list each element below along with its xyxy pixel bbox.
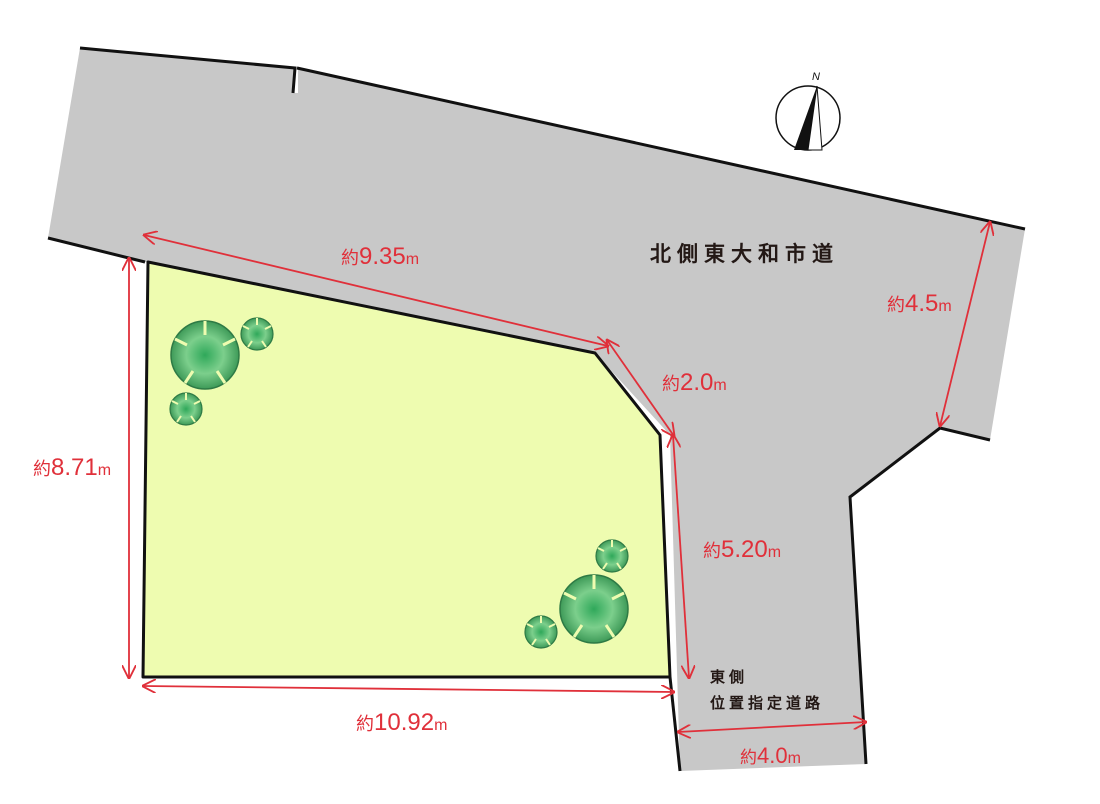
dim-line-north-road <box>940 222 990 426</box>
dim-label-east-road: 約4.0m <box>740 743 801 768</box>
dim-line-bottom <box>143 686 674 692</box>
dim-line-top <box>144 235 608 346</box>
tree-small-northwest <box>240 317 274 351</box>
dim-label-top: 約9.35m <box>341 243 419 270</box>
dim-line-right <box>673 435 689 678</box>
dim-line-corner <box>607 340 674 436</box>
tree-large-southeast <box>559 574 629 644</box>
dim-label-corner: 約2.0m <box>662 369 727 396</box>
dim-label-right: 約5.20m <box>703 536 781 563</box>
road-area <box>48 48 1025 771</box>
dimension-lines <box>129 222 990 732</box>
tree-large-northwest <box>170 320 240 390</box>
north-arrow-icon <box>794 86 817 150</box>
compass: N <box>775 71 841 151</box>
dim-label-left: 約8.71m <box>33 454 111 481</box>
dim-line-east-road <box>678 722 866 732</box>
dim-label-north-road: 約4.5m <box>887 290 952 317</box>
east-road-boundary <box>848 426 991 765</box>
east-road-label-line2: 位置指定道路 <box>710 694 824 712</box>
tree-small-southeast-left <box>524 615 558 649</box>
tree-small-west <box>169 392 203 426</box>
north-road-label: 北側東大和市道 <box>650 242 839 266</box>
tree-small-southeast-top <box>595 539 629 573</box>
east-road-label-line1: 東側 <box>710 668 748 686</box>
compass-north-label: N <box>812 71 820 83</box>
north-road-boundary <box>79 46 1026 231</box>
dim-label-bottom: 約10.92m <box>356 709 447 736</box>
